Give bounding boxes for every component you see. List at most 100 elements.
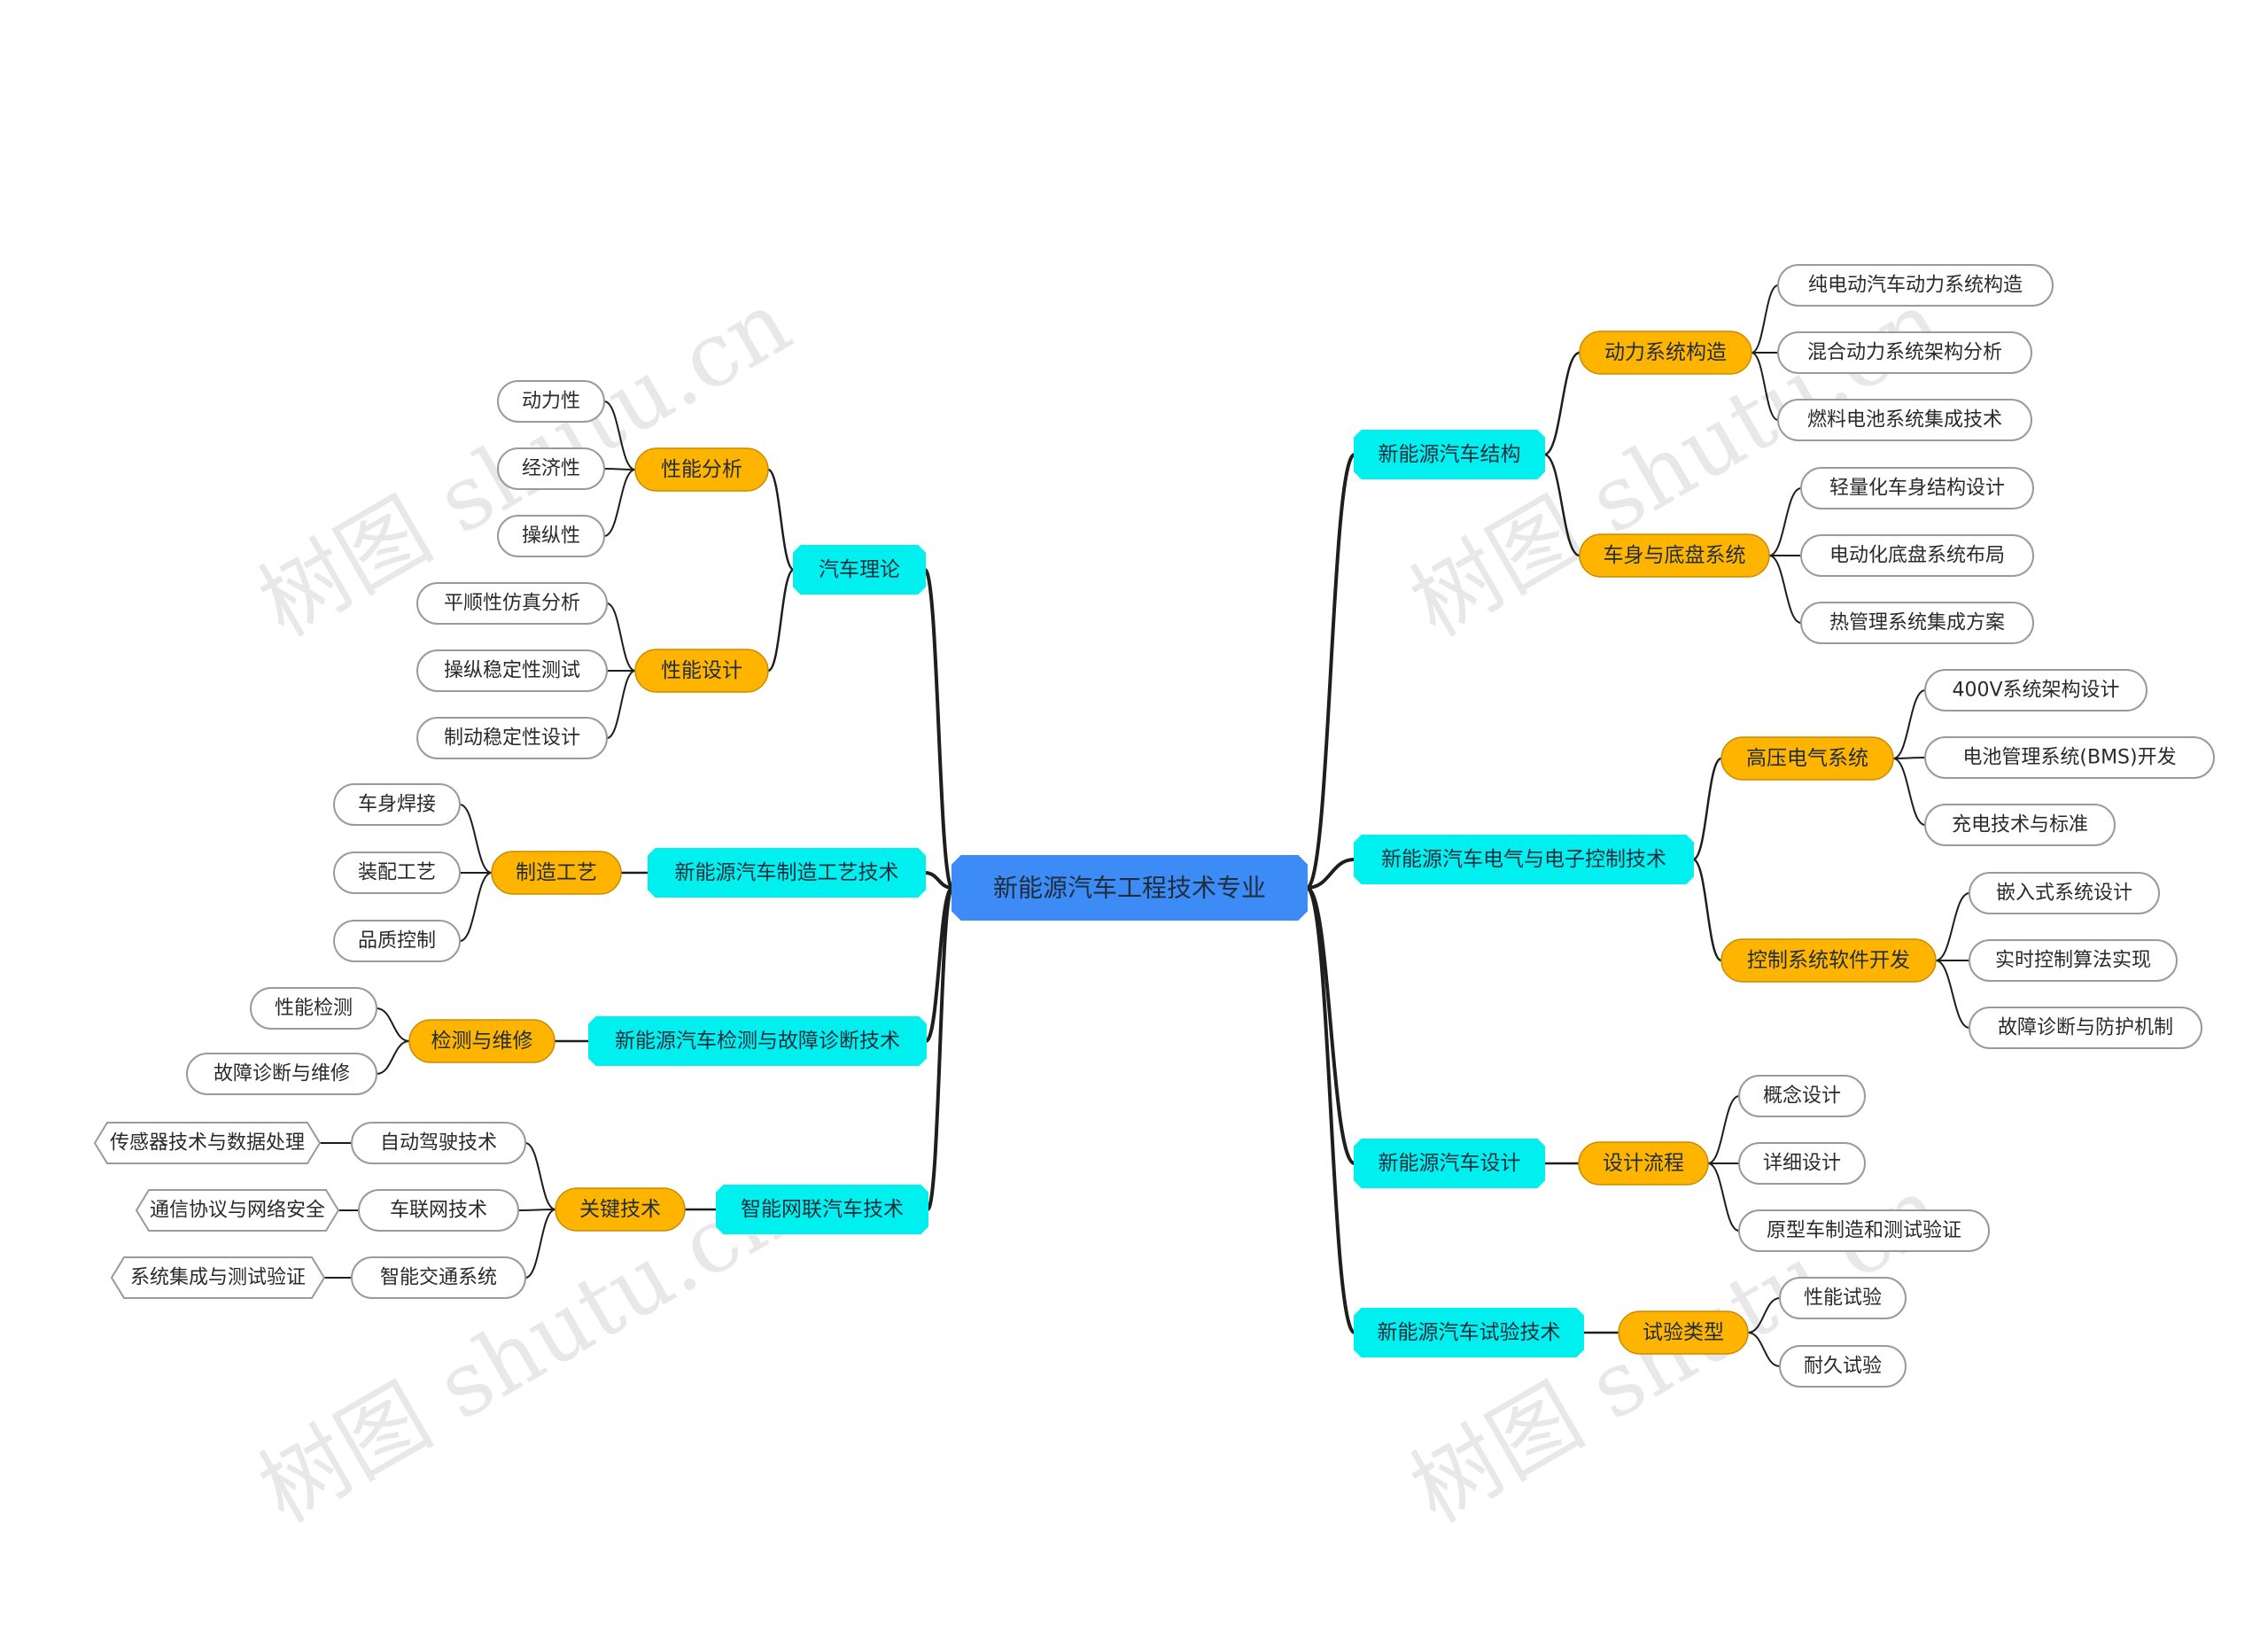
connector-line (767, 468, 795, 572)
leaf-topic: 混合动力系统架构分析 (1807, 342, 2002, 364)
leaf-topic-shape (1777, 399, 2032, 441)
branch-l-2: 新能源汽车制造工艺技术 (675, 861, 899, 884)
connector-line (1768, 555, 1802, 624)
leaf-topic-shape (351, 1122, 526, 1164)
subtopic: 制造工艺 (516, 861, 597, 884)
leaf-topic-shape (1800, 467, 2034, 509)
connector-line (1305, 886, 1356, 1334)
connector-line (1768, 487, 1802, 556)
connector-line (1935, 960, 1970, 1029)
leaf-topic-shape (358, 1189, 519, 1232)
branch-r-1-shape (1354, 430, 1545, 479)
leaf-topic: 性能试验 (1804, 1287, 1882, 1310)
subtopic-shape (1720, 736, 1894, 781)
leaf-topic: 实时控制算法实现 (1995, 950, 2151, 972)
subtopic-shape (408, 1019, 555, 1063)
leaf-topic: 纯电动汽车动力系统构造 (1808, 275, 2023, 297)
subtopic-shape (1579, 533, 1770, 578)
connector-line (603, 468, 636, 470)
subtopic: 高压电气系统 (1746, 747, 1868, 770)
connector-line (1305, 453, 1356, 890)
leaf-topic: 电动化底盘系统布局 (1829, 545, 2005, 567)
connector-line (1543, 351, 1581, 456)
leaf-topic-shape (497, 380, 605, 423)
leaf-topic-shape (1924, 669, 2148, 712)
detail-topic-shape (93, 1122, 322, 1164)
leaf-topic: 制动稳定性设计 (444, 727, 580, 750)
leaf-topic: 故障诊断与防护机制 (1998, 1017, 2173, 1039)
branch-r-3: 新能源汽车设计 (1379, 1152, 1521, 1175)
leaf-topic: 装配工艺 (358, 862, 436, 884)
subtopic-shape (1578, 1141, 1709, 1186)
leaf-topic: 嵌入式系统设计 (1996, 883, 2132, 905)
leaf-topic: 耐久试验 (1804, 1356, 1882, 1378)
connector-line (1306, 858, 1355, 890)
subtopic: 动力系统构造 (1604, 341, 1727, 364)
leaf-topic-shape (1800, 602, 2034, 644)
branch-l-3-shape (588, 1016, 927, 1066)
subtopic: 关键技术 (579, 1198, 661, 1221)
connector-line (603, 400, 636, 470)
leaf-topic-shape (250, 987, 377, 1030)
leaf-topic-shape (416, 717, 608, 759)
connector-line (606, 603, 636, 672)
leaf-topic-shape (416, 582, 608, 625)
connector-line (606, 670, 636, 739)
branch-l-4: 智能网联汽车技术 (741, 1198, 904, 1221)
detail-topic-shape (110, 1256, 326, 1299)
subtopic-shape (1579, 330, 1752, 375)
leaf-topic: 概念设计 (1763, 1085, 1841, 1108)
leaf-topic: 车联网技术 (390, 1200, 487, 1222)
connector-line (1692, 858, 1722, 962)
subtopic: 试验类型 (1643, 1321, 1724, 1344)
branch-r-4-shape (1354, 1308, 1584, 1357)
leaf-topic-shape (1738, 1142, 1866, 1185)
subtopic: 检测与维修 (431, 1030, 533, 1053)
leaf-topic-shape (1779, 1277, 1907, 1319)
root-topic-shape (951, 855, 1308, 921)
connector-line (1543, 453, 1581, 557)
connector-line (767, 568, 795, 673)
branch-r-3-shape (1354, 1139, 1545, 1188)
connector-line (1707, 1163, 1740, 1232)
connector-line (1935, 892, 1970, 961)
detail-topic: 系统集成与测试验证 (130, 1267, 306, 1289)
subtopic-shape (1720, 938, 1937, 983)
leaf-topic: 自动驾驶技术 (380, 1132, 497, 1155)
connector-layer (320, 284, 1970, 1367)
leaf-topic: 原型车制造和测试验证 (1767, 1220, 1961, 1242)
subtopic: 性能分析 (661, 458, 742, 481)
branch-l-1: 汽车理论 (819, 558, 900, 581)
connector-line (1892, 758, 1926, 826)
connector-line (517, 1209, 556, 1211)
branch-l-2-shape (648, 848, 926, 898)
leaf-topic: 充电技术与标准 (1952, 814, 2088, 836)
subtopic-shape (1618, 1310, 1749, 1355)
leaf-topic-shape (333, 851, 461, 894)
leaf-topic-shape (497, 447, 605, 490)
subtopic: 控制系统软件开发 (1747, 949, 1910, 972)
connector-line (1892, 689, 1926, 759)
leaf-topic-shape (1777, 264, 2054, 307)
connector-line (1707, 1095, 1740, 1164)
subtopic-shape (634, 649, 769, 693)
subtopic: 性能设计 (661, 659, 742, 682)
connector-line (459, 804, 493, 874)
connector-line (459, 872, 493, 942)
detail-topic: 通信协议与网络安全 (150, 1200, 325, 1222)
leaf-topic-shape (1800, 534, 2034, 577)
leaf-topic-shape (351, 1256, 526, 1299)
connector-line (1692, 757, 1722, 861)
subtopic-shape (491, 851, 622, 895)
leaf-topic-shape (1738, 1075, 1866, 1117)
leaf-topic: 品质控制 (358, 930, 436, 953)
leaf-topic: 平顺性仿真分析 (444, 593, 580, 615)
leaf-topic-shape (416, 649, 608, 692)
connector-line (1747, 1297, 1781, 1334)
connector-line (603, 469, 636, 537)
connector-line (1747, 1332, 1781, 1367)
branch-l-4-shape (716, 1185, 928, 1234)
leaf-topic-shape (186, 1053, 377, 1095)
